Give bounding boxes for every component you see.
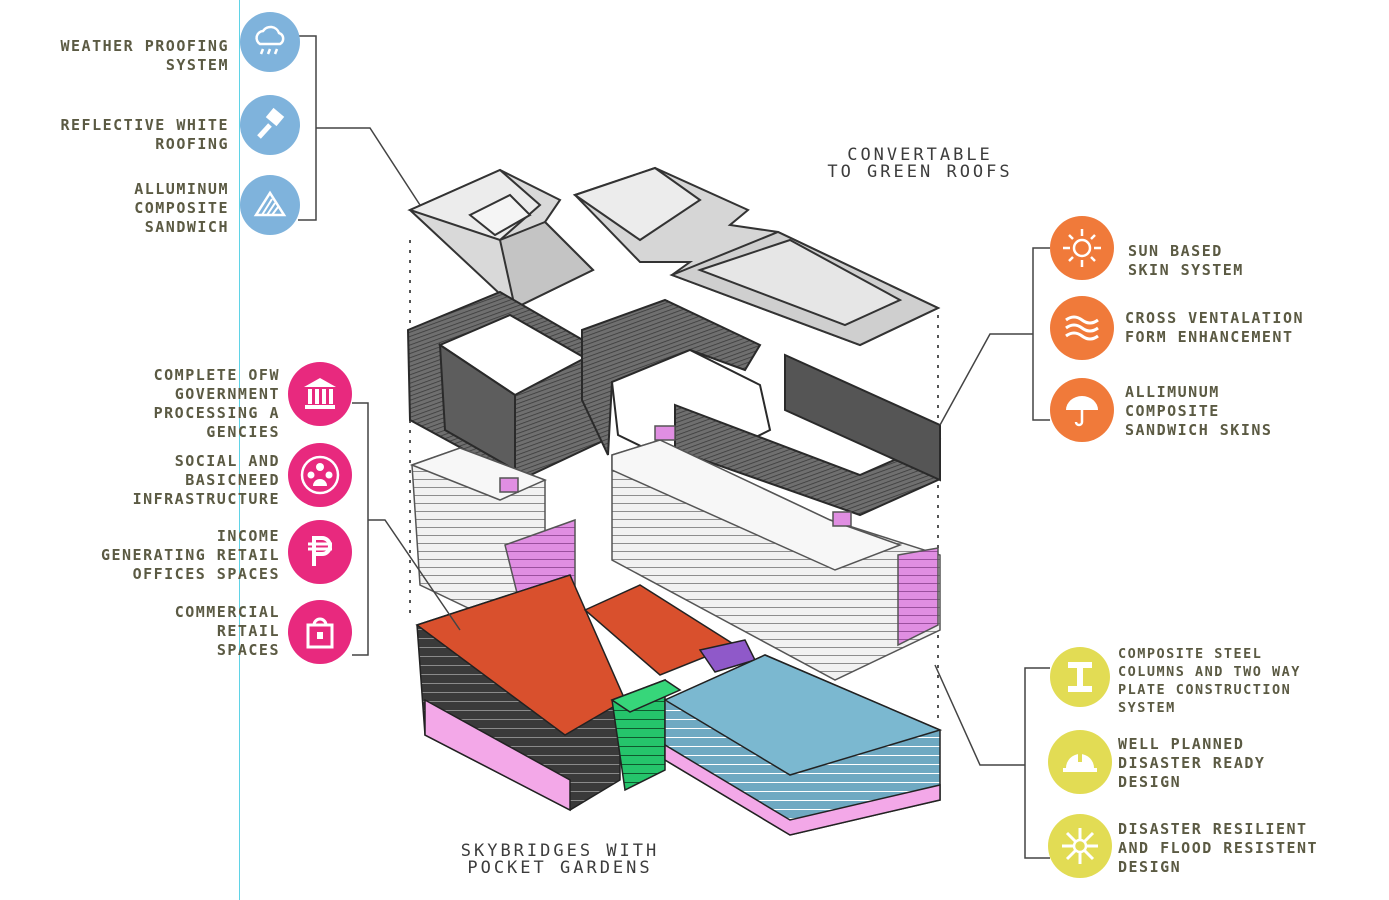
- caption-green-roofs: CONVERTABLE TO GREEN ROOFS: [827, 145, 1013, 182]
- wind-waves-icon: [1050, 296, 1114, 360]
- skin-item-2-label: ALLIMUNUM COMPOSITE SANDWICH SKINS: [1125, 383, 1273, 439]
- peso-sign-icon: [288, 520, 352, 584]
- burst-icon: [1048, 814, 1112, 878]
- umbrella-icon: [1050, 378, 1114, 442]
- social-item-1-label: SOCIAL AND BASICNEED INFRASTRUCTURE: [132, 452, 280, 508]
- podium: [415, 574, 943, 836]
- roof-left: [407, 168, 595, 310]
- roof-right: [572, 166, 941, 347]
- structure-item-0-label: COMPOSITE STEEL COLUMNS AND TWO WAY PLAT…: [1118, 646, 1301, 716]
- social-item-0-label: COMPLETE OFW GOVERNMENT PROCESSING A GEN…: [153, 366, 280, 441]
- leader-lines: [298, 35, 1050, 859]
- skin-right: [581, 298, 942, 517]
- skin-item-1-label: CROSS VENTALATION FORM ENHANCEMENT: [1125, 309, 1305, 346]
- roof-panel-icon: [240, 175, 300, 235]
- steel-beam-icon: [1050, 647, 1110, 707]
- people-group-icon: [288, 443, 352, 507]
- structure-item-1-label: WELL PLANNED DISASTER READY DESIGN: [1118, 735, 1266, 791]
- skin-item-0-label: SUN BASED SKIN SYSTEM: [1128, 242, 1244, 279]
- roof-item-0-label: WEATHER PROOFING SYSTEM: [60, 37, 229, 74]
- structure-item-2-label: DISASTER RESILIENT AND FLOOD RESISTENT D…: [1118, 820, 1319, 876]
- floors-left: [409, 447, 576, 646]
- social-item-3-label: COMMERCIAL RETAIL SPACES: [174, 603, 280, 659]
- roof-item-2-label: ALLUMINUM COMPOSITE SANDWICH: [134, 180, 229, 236]
- shopping-bag-icon: [288, 600, 352, 664]
- cloud-rain-icon: [240, 12, 300, 72]
- cyan-guide-line: [239, 0, 240, 900]
- sun-icon: [1050, 216, 1114, 280]
- caption-skybridges: SKYBRIDGES WITH POCKET GARDENS: [460, 841, 660, 878]
- social-item-2-label: INCOME GENERATING RETAIL OFFICES SPACES: [100, 527, 280, 583]
- paint-brush-icon: [240, 95, 300, 155]
- hard-hat-icon: [1048, 730, 1112, 794]
- roof-item-1-label: REFLECTIVE WHITE ROOFING: [60, 116, 229, 153]
- government-building-icon: [288, 362, 352, 426]
- skin-left: [406, 290, 607, 482]
- dashed-guides: [409, 240, 939, 720]
- floors-right: [611, 425, 941, 681]
